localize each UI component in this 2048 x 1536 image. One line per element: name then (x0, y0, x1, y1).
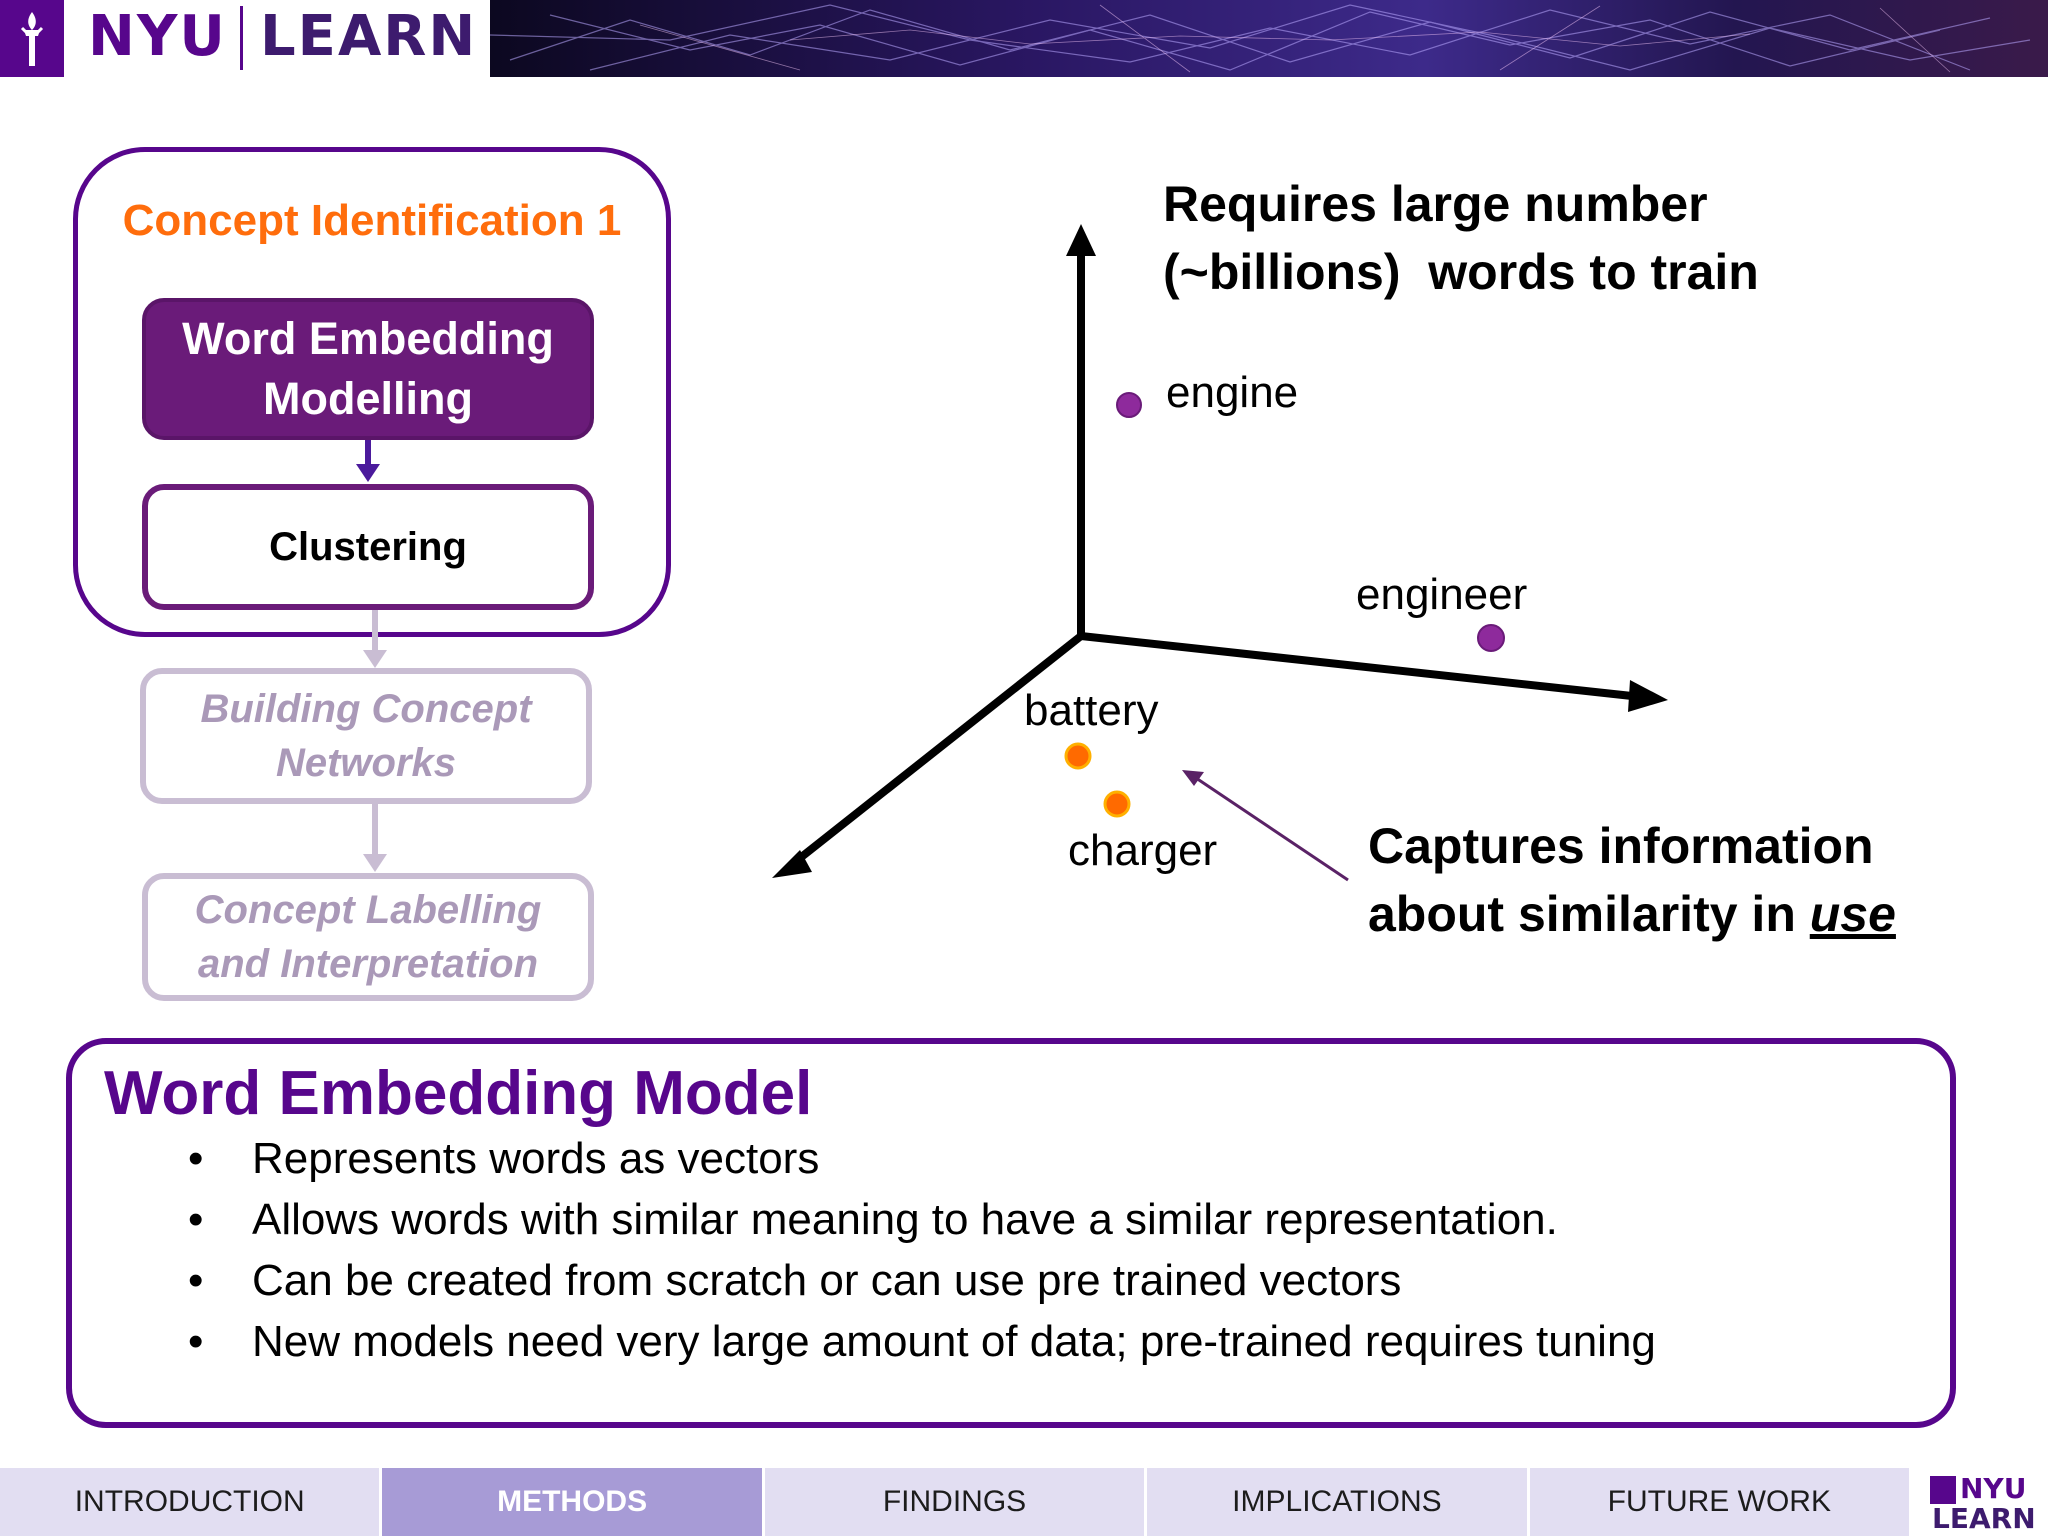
point-charger (1103, 790, 1131, 818)
bullet-dot: • (188, 1195, 204, 1244)
concept-labelling-box: Concept Labelling and Interpretation (142, 873, 594, 1001)
caption-line2: about similarity in use (1368, 880, 1928, 948)
concept-labelling-line2: and Interpretation (197, 942, 539, 986)
axis-horizontal (1080, 632, 1633, 700)
list-item: • New models need very large amount of da… (180, 1311, 1656, 1372)
requirement-line2: (~billions) words to train (1163, 244, 1759, 300)
bullet-dot: • (188, 1256, 204, 1305)
flow-arrow-networks-to-labelling (363, 804, 387, 872)
tab-implications[interactable]: IMPLICATIONS (1147, 1468, 1530, 1536)
tab-methods[interactable]: METHODS (382, 1468, 765, 1536)
word-embedding-line1: Word Embedding (182, 313, 554, 364)
word-embedding-modelling-box: Word Embedding Modelling (142, 298, 594, 440)
axis-vertical-arrowhead (1066, 224, 1096, 256)
word-embedding-model-title: Word Embedding Model (104, 1059, 813, 1128)
list-item: • Allows words with similar meaning to ha… (180, 1189, 1656, 1250)
caption-line1: Captures information (1368, 818, 1874, 874)
axis-horizontal-arrowhead (1628, 680, 1668, 712)
label-charger: charger (1068, 826, 1218, 875)
footer-torch-icon (1930, 1476, 1956, 1504)
similarity-caption: Captures information about similarity in… (1368, 812, 1928, 948)
footer-logo-learn: LEARN (1932, 1502, 2036, 1535)
requirement-line1: Requires large number (1163, 176, 1708, 232)
bullet-text: Represents words as vectors (252, 1134, 820, 1183)
bullet-text: Allows words with similar meaning to hav… (252, 1195, 1558, 1244)
axis-depth (787, 632, 1084, 870)
label-engineer: engineer (1356, 570, 1528, 619)
tab-future-work[interactable]: FUTURE WORK (1529, 1468, 1913, 1536)
footer-nyu-learn-logo: NYU LEARN (1930, 1472, 2040, 1535)
point-engineer (1477, 624, 1505, 652)
concept-identification-title: Concept Identification 1 (122, 196, 622, 245)
caption-emphasis-use: use (1809, 886, 1896, 942)
point-battery (1064, 742, 1092, 770)
bullet-dot: • (188, 1317, 204, 1366)
caption-line2-prefix: about similarity in (1368, 886, 1810, 942)
logo-learn-text: LEARN (260, 4, 478, 69)
header-bar: NYU LEARN (0, 0, 2048, 77)
label-battery: battery (1024, 686, 1159, 735)
bullet-text: New models need very large amount of dat… (252, 1317, 1656, 1366)
building-concept-networks-box: Building Concept Networks (140, 668, 592, 804)
list-item: • Represents words as vectors (180, 1128, 1656, 1189)
concept-labelling-line1: Concept Labelling (194, 888, 542, 932)
footer-logo-nyu: NYU (1960, 1472, 2027, 1505)
tab-introduction[interactable]: INTRODUCTION (0, 1468, 383, 1536)
section-nav-bar: INTRODUCTION METHODS FINDINGS IMPLICATIO… (0, 1468, 1913, 1536)
logo-nyu-text: NYU (88, 4, 227, 69)
point-engine (1116, 392, 1142, 418)
word-embedding-model-panel (66, 1038, 1956, 1428)
axis-depth-arrowhead (772, 850, 812, 878)
bullet-dot: • (188, 1134, 204, 1183)
network-banner-image (490, 0, 2048, 77)
clustering-label: Clustering (269, 524, 467, 569)
list-item: • Can be created from scratch or can use … (180, 1250, 1656, 1311)
clustering-box: Clustering (142, 484, 594, 610)
label-engine: engine (1166, 368, 1299, 417)
building-concept-line2: Networks (275, 741, 457, 785)
vector-space-axes (772, 224, 1668, 878)
torch-icon (20, 12, 44, 66)
building-concept-line1: Building Concept (200, 687, 532, 731)
model-bullet-list: • Represents words as vectors • Allows wor… (180, 1128, 1656, 1372)
nyu-torch-logo (0, 0, 64, 77)
nyu-learn-logo: NYU LEARN (64, 0, 490, 77)
word-embedding-line2: Modelling (263, 373, 473, 424)
tab-findings[interactable]: FINDINGS (764, 1468, 1148, 1536)
logo-divider (240, 6, 243, 70)
training-requirement-note: Requires large number (~billions) words … (1163, 170, 1863, 306)
bullet-text: Can be created from scratch or can use p… (252, 1256, 1402, 1305)
